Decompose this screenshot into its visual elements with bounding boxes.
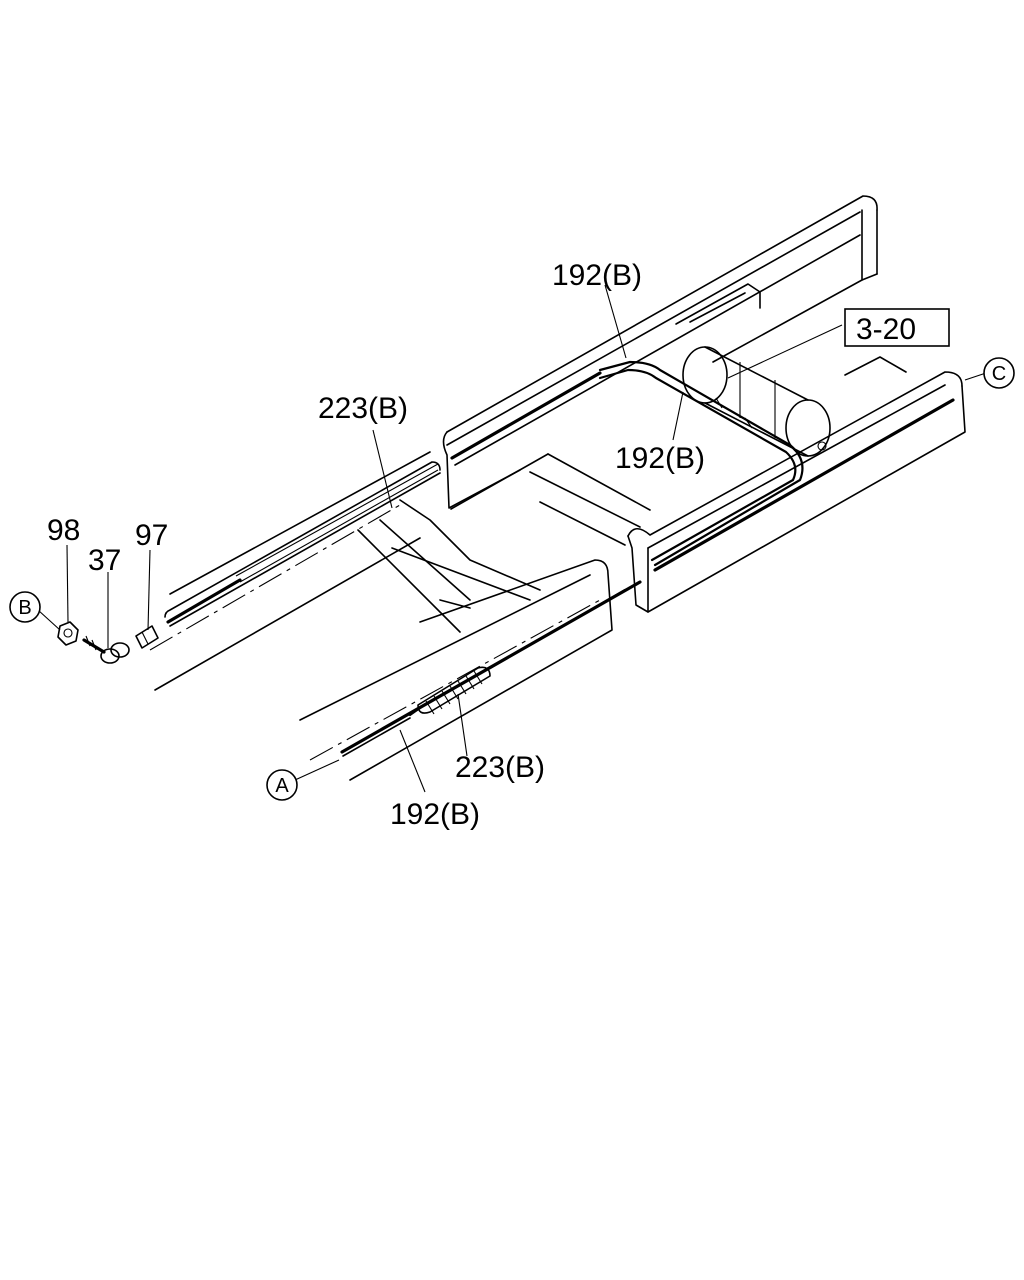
- bottom-frame-rail: [299, 559, 642, 781]
- callout-pipe-192b-bottom: 192(B): [390, 798, 480, 831]
- connector-c-label: C: [992, 363, 1006, 385]
- callout-part-97: 97: [135, 519, 168, 552]
- nut-98: [57, 621, 79, 646]
- callout-hose-223b-top: 223(B): [318, 392, 408, 425]
- pipe-192b-route: [598, 360, 804, 567]
- connector-b-label: B: [18, 597, 31, 619]
- callout-pipe-192b-middle: 192(B): [615, 442, 705, 475]
- hose-223b-coil: [408, 588, 627, 717]
- callout-pipe-192b-top: 192(B): [552, 259, 642, 292]
- air-tank: [682, 346, 831, 457]
- callout-part-37: 37: [88, 544, 121, 577]
- right-frame-rail: [627, 371, 966, 613]
- connector-c: C: [983, 357, 1015, 389]
- center-crossmember: [357, 499, 541, 633]
- fittings: [57, 621, 159, 664]
- reference-box-label: 3-20: [856, 313, 916, 346]
- union-97: [135, 625, 159, 649]
- reference-box-3-20: 3-20: [844, 308, 950, 347]
- connector-a: A: [266, 769, 298, 801]
- connector-a-label: A: [275, 775, 289, 797]
- upper-frame-rail: [442, 195, 878, 510]
- banjo-bolt-37: [82, 635, 130, 664]
- leader-lines: [37, 284, 987, 793]
- callout-hose-223b-bottom: 223(B): [455, 751, 545, 784]
- crossmembers: [529, 283, 907, 546]
- callout-part-98: 98: [47, 514, 80, 547]
- left-frame-rail: [149, 451, 441, 691]
- connector-b: B: [9, 591, 41, 623]
